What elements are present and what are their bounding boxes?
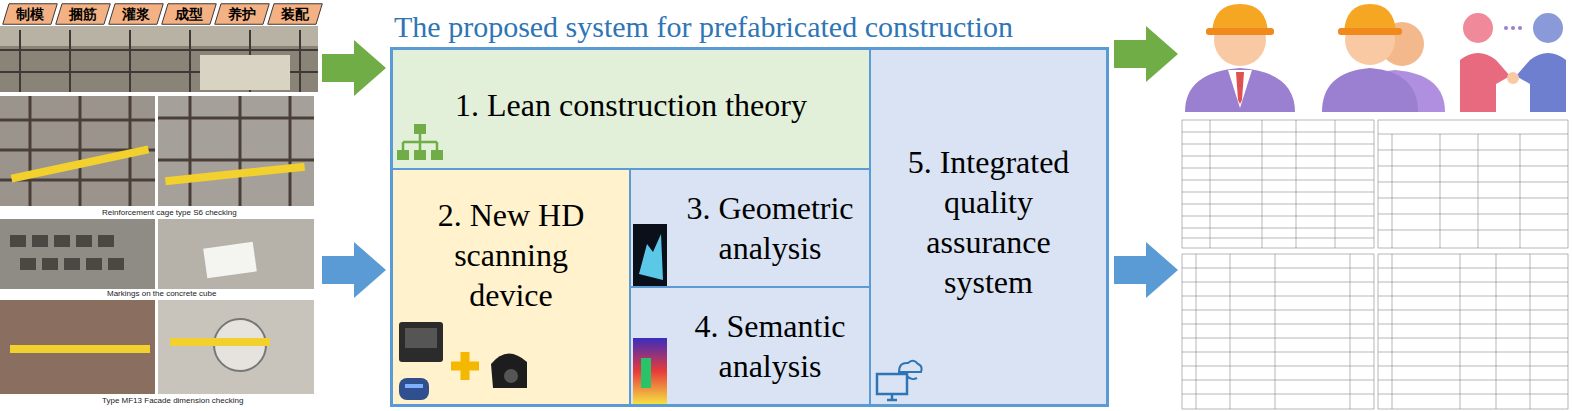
process-step: 养护: [214, 3, 270, 25]
paper-note: [203, 242, 257, 279]
tape-measure: [165, 163, 305, 186]
facade-photo: [158, 300, 314, 394]
tape-measure: [11, 146, 150, 183]
module-box: 3. Geometric analysis: [630, 169, 870, 287]
scaffold: [0, 30, 318, 92]
cubes: [10, 235, 124, 270]
rebar-photo: [0, 96, 155, 206]
green-arrow: [322, 40, 386, 96]
photo-caption: Reinforcement cage type S6 checking: [100, 208, 239, 217]
inspection-table: [1378, 120, 1568, 248]
photo-sky: [0, 26, 318, 46]
workers-icon: [1322, 4, 1445, 112]
module-box: 5. Integrated quality assurance system: [870, 49, 1107, 405]
module-title: 1. Lean construction theory: [455, 85, 807, 125]
module-box: 4. Semantic analysis: [630, 287, 870, 405]
blue-arrow: [322, 242, 386, 298]
module-title: 4. Semantic analysis: [675, 306, 865, 386]
step-label: 制模: [16, 4, 44, 24]
process-step: 装配: [267, 3, 323, 25]
site-photo: [0, 26, 318, 92]
scanner-icon: [395, 318, 535, 404]
computer-cloud-icon: [875, 358, 923, 402]
step-label: 灌浆: [122, 4, 150, 24]
rebar-photo: [158, 96, 314, 206]
green-arrow: [1114, 26, 1178, 82]
step-label: 养护: [228, 4, 256, 24]
thermal-icon: [633, 338, 667, 404]
panel: [200, 55, 290, 90]
module-title: 3. Geometric analysis: [675, 188, 865, 268]
module-title: 5. Integrated quality assurance system: [886, 142, 1091, 302]
inspection-table: [1378, 254, 1568, 409]
handshake-icon: [1460, 13, 1566, 112]
process-step: 制模: [2, 3, 58, 25]
process-step: 捆筋: [55, 3, 111, 25]
photo-caption: Markings on the concrete cube: [105, 289, 218, 298]
facade-photo: [0, 300, 155, 394]
photo-caption: Type MF13 Facade dimension checking: [100, 396, 245, 405]
rebar: [0, 96, 314, 206]
module-box: 1. Lean construction theory: [392, 49, 870, 169]
step-label: 捆筋: [69, 4, 97, 24]
cube-photo: [0, 219, 155, 289]
inspection-table: [1182, 254, 1374, 409]
step-label: 成型: [175, 4, 203, 24]
tape-measure: [170, 338, 270, 346]
step-label: 装配: [281, 4, 309, 24]
hierarchy-icon: [397, 122, 443, 164]
module-title: 2. New HD scanning device: [416, 195, 606, 315]
cube-photo: [158, 219, 314, 289]
system-frame: The proposed system for prefabricated co…: [390, 47, 1109, 407]
system-title: The proposed system for prefabricated co…: [394, 9, 1013, 45]
point-cloud-icon: [633, 224, 667, 286]
blue-arrow: [1114, 242, 1178, 298]
process-step: 灌浆: [108, 3, 164, 25]
module-box: 2. New HD scanning device: [392, 169, 630, 405]
tape-measure: [10, 345, 150, 353]
inspection-table: [1182, 120, 1374, 248]
manager-icon: [1185, 4, 1295, 112]
process-step: 成型: [161, 3, 217, 25]
